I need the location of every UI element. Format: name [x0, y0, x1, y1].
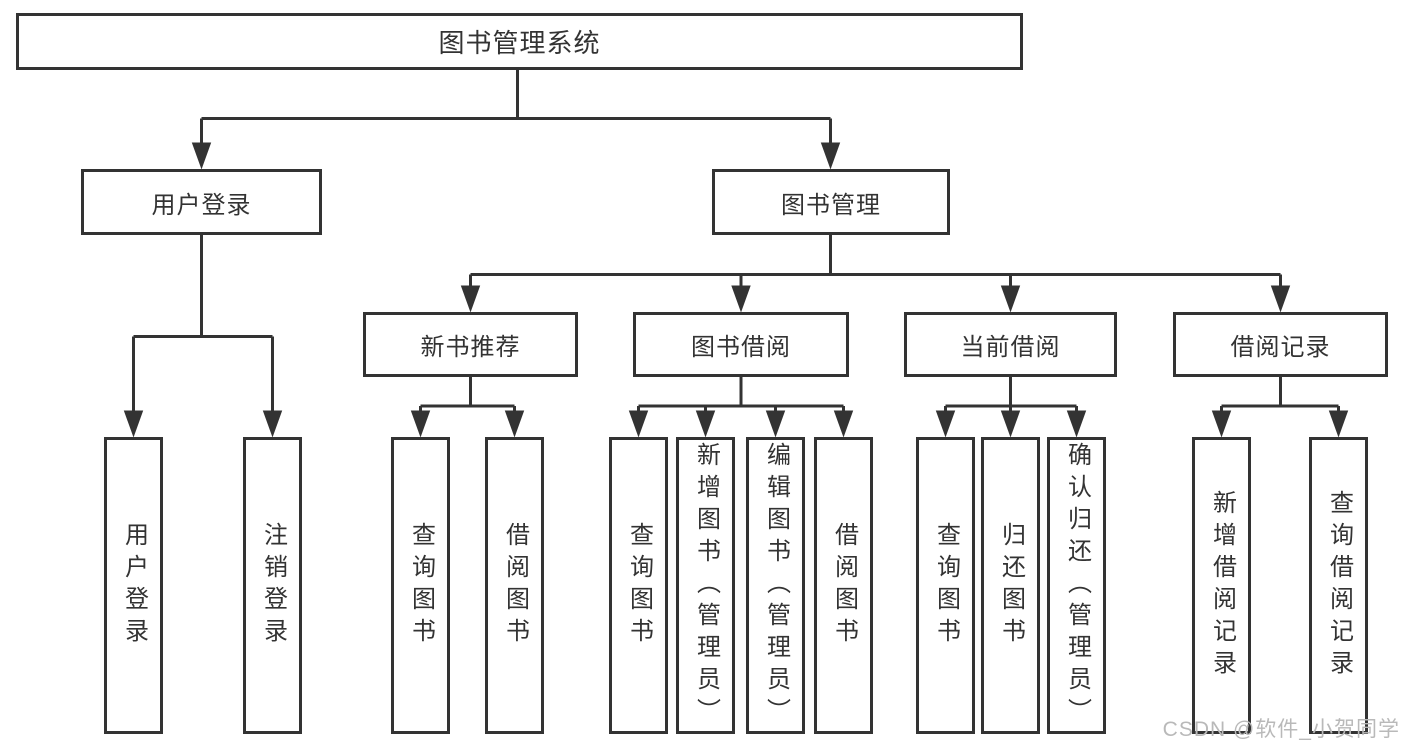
node-user-login: 用户登录 — [81, 169, 322, 235]
leaf-label: 查询图书 — [407, 521, 435, 650]
leaf-user-login: 用户登录 — [104, 437, 163, 734]
leaf-return-book: 归还图书 — [981, 437, 1040, 734]
leaf-borrow-books-1: 借阅图书 — [485, 437, 544, 734]
node-book-borrow: 图书借阅 — [633, 312, 849, 377]
leaf-query-books-3: 查询图书 — [916, 437, 975, 734]
leaf-query-books-1: 查询图书 — [391, 437, 450, 734]
leaf-query-books-2: 查询图书 — [609, 437, 668, 734]
node-current-borrow: 当前借阅 — [904, 312, 1117, 377]
leaf-label: 归还图书 — [997, 521, 1025, 650]
node-borrow-records: 借阅记录 — [1173, 312, 1388, 377]
leaf-add-borrow-record: 新增借阅记录 — [1192, 437, 1251, 734]
leaf-label: 用户登录 — [120, 521, 148, 650]
leaf-label: 编辑图书（管理员） — [762, 441, 790, 730]
leaf-label: 借阅图书 — [501, 521, 529, 650]
leaf-label: 注销登录 — [259, 521, 287, 650]
leaf-query-borrow-record: 查询借阅记录 — [1309, 437, 1368, 734]
node-root: 图书管理系统 — [16, 13, 1023, 70]
leaf-logout: 注销登录 — [243, 437, 302, 734]
leaf-borrow-books-2: 借阅图书 — [814, 437, 873, 734]
leaf-label: 新增借阅记录 — [1208, 489, 1236, 682]
node-book-management: 图书管理 — [712, 169, 950, 235]
node-new-book-recommend: 新书推荐 — [363, 312, 578, 377]
leaf-edit-book-admin: 编辑图书（管理员） — [746, 437, 805, 734]
leaf-confirm-return-admin: 确认归还（管理员） — [1047, 437, 1106, 734]
leaf-label: 查询图书 — [625, 521, 653, 650]
leaf-label: 新增图书（管理员） — [692, 441, 720, 730]
leaf-label: 确认归还（管理员） — [1063, 441, 1091, 730]
leaf-add-book-admin: 新增图书（管理员） — [676, 437, 735, 734]
leaf-label: 借阅图书 — [830, 521, 858, 650]
leaf-label: 查询借阅记录 — [1325, 489, 1353, 682]
leaf-label: 查询图书 — [932, 521, 960, 650]
arrowheads — [123, 142, 1349, 438]
